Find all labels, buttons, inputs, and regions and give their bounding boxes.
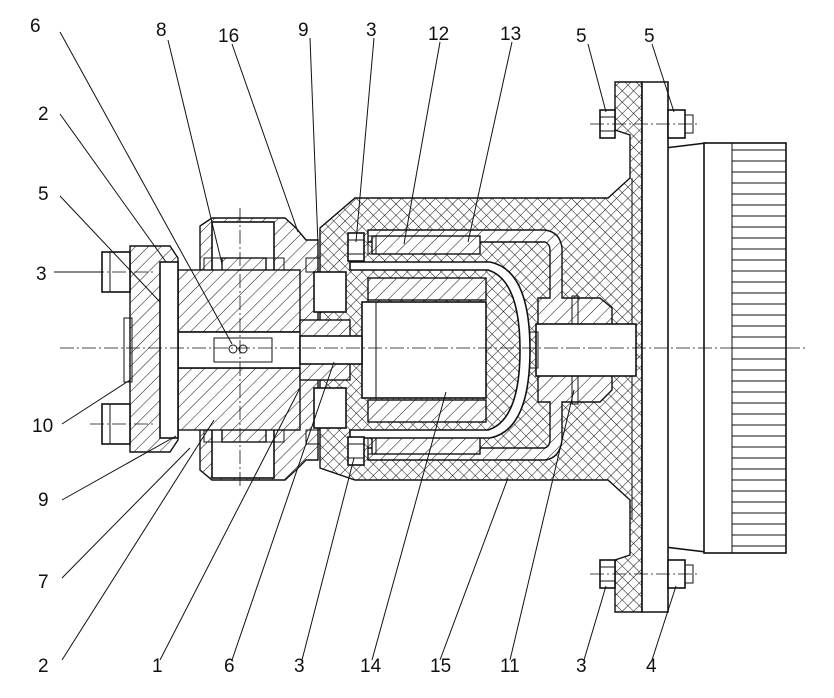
- callout-9: 9: [38, 490, 49, 511]
- outer-magnet: [367, 235, 481, 455]
- callout-13: 13: [500, 24, 521, 45]
- callout-5: 5: [576, 26, 587, 47]
- callout-3: 3: [366, 20, 377, 41]
- callout-1: 1: [152, 656, 163, 677]
- coupling: [299, 271, 363, 429]
- callout-3: 3: [576, 656, 587, 677]
- callout-7: 7: [38, 572, 49, 593]
- callout-5: 5: [38, 184, 49, 205]
- leader-lines: [54, 31, 677, 661]
- callout-2: 2: [38, 104, 49, 125]
- callout-12: 12: [428, 24, 449, 45]
- callout-labels: 6 8 16 9 3 12 13 5 5 2 5 3 10 9 7 2 1 6 …: [30, 16, 657, 677]
- can-bolt-bottom: [347, 436, 365, 466]
- can-bolt-top: [347, 232, 365, 262]
- callout-6: 6: [224, 656, 235, 677]
- callout-3: 3: [294, 656, 305, 677]
- callout-15: 15: [430, 656, 451, 677]
- inner-magnet-rotor: [361, 277, 487, 423]
- callout-8: 8: [156, 20, 167, 41]
- motor-cooling-fins: [731, 143, 786, 553]
- callout-5: 5: [644, 26, 655, 47]
- callout-3: 3: [36, 264, 47, 285]
- callout-10: 10: [32, 416, 53, 437]
- callout-16: 16: [218, 26, 239, 47]
- callout-11: 11: [500, 656, 520, 677]
- callout-9: 9: [298, 20, 309, 41]
- end-cover: [123, 245, 179, 453]
- callout-4: 4: [646, 656, 657, 677]
- callout-14: 14: [360, 656, 382, 677]
- callout-2: 2: [38, 656, 49, 677]
- bearing-block: [177, 269, 309, 431]
- callout-6: 6: [30, 16, 41, 37]
- dowel-pin-marks: [228, 344, 248, 354]
- motor-shaft: [529, 323, 637, 377]
